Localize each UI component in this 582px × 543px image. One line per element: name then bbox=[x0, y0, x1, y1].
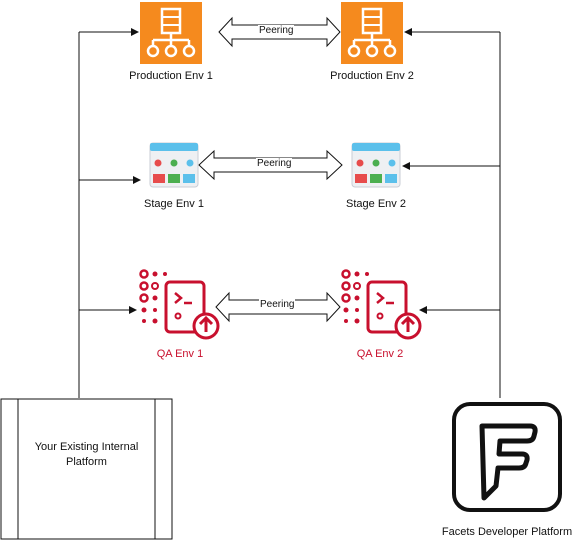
production-env-1-label: Production Env 1 bbox=[129, 70, 213, 82]
peering-label-stage: Peering bbox=[256, 158, 293, 169]
internal-platform-connectors bbox=[78, 28, 141, 398]
stage-env-1-icon bbox=[149, 142, 199, 188]
production-env-2-icon bbox=[341, 2, 403, 64]
facets-logo-icon bbox=[452, 402, 562, 512]
stage-env-1-label: Stage Env 1 bbox=[144, 198, 204, 210]
qa-env-2-label: QA Env 2 bbox=[356, 348, 404, 360]
stage-env-2-label: Stage Env 2 bbox=[346, 198, 406, 210]
production-env-2-label: Production Env 2 bbox=[330, 70, 414, 82]
facets-platform-connectors bbox=[402, 28, 501, 398]
qa-env-1-label: QA Env 1 bbox=[156, 348, 204, 360]
internal-platform-box bbox=[0, 398, 173, 540]
peering-label-qa: Peering bbox=[259, 299, 296, 310]
peering-label-production: Peering bbox=[258, 25, 295, 36]
facets-platform-label: Facets Developer Platform bbox=[441, 526, 573, 538]
qa-env-2-icon bbox=[341, 269, 422, 340]
production-env-1-icon bbox=[140, 2, 202, 64]
internal-platform-label: Your Existing Internal Platform bbox=[34, 441, 139, 468]
stage-env-2-icon bbox=[351, 142, 401, 188]
qa-env-1-icon bbox=[139, 269, 220, 340]
